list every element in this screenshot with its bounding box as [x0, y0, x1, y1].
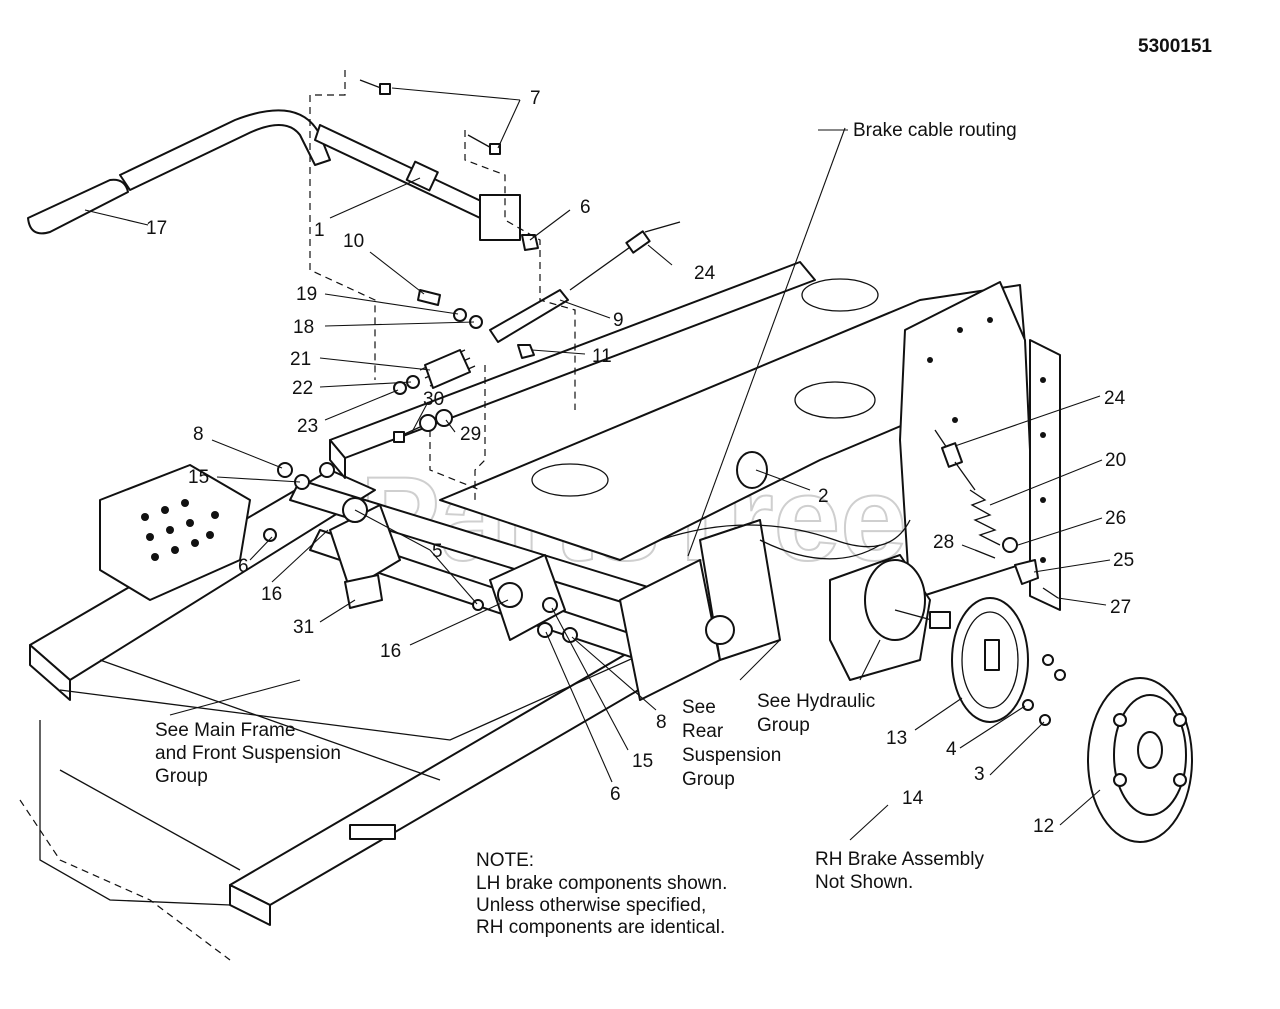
- svg-text:Unless otherwise specified,: Unless otherwise specified,: [476, 895, 706, 916]
- callout-12: 12: [1033, 816, 1054, 837]
- callout-3: 3: [974, 764, 985, 785]
- svg-text:Rear: Rear: [682, 721, 724, 742]
- callout-7: 7: [530, 88, 541, 109]
- callouts: 1 2 3 4 5 6 6 6 7 8 8 9 10 11 12 13 14 1…: [146, 88, 1134, 837]
- callout-2: 2: [818, 486, 829, 507]
- assembly-guides: [309, 70, 576, 500]
- callout-24-right: 24: [1104, 388, 1126, 409]
- callout-27: 27: [1110, 597, 1131, 618]
- pivot-assembly: [289, 479, 781, 701]
- brake-backing-plate: [951, 597, 1029, 723]
- brake-cable: [569, 221, 1059, 599]
- callout-29: 29: [460, 424, 481, 445]
- callout-9: 9: [613, 310, 624, 331]
- hardware: [263, 462, 1066, 726]
- callout-22: 22: [292, 378, 313, 399]
- svg-text:Group: Group: [155, 766, 208, 787]
- leader-lines: [84, 87, 1111, 841]
- note-block: NOTE: LH brake components shown. Unless …: [476, 850, 727, 938]
- callout-16-left: 16: [261, 584, 282, 605]
- callout-24-top: 24: [694, 263, 716, 284]
- callout-30: 30: [423, 389, 444, 410]
- callout-14: 14: [902, 788, 924, 809]
- callout-1: 1: [314, 220, 325, 241]
- svg-text:and Front Suspension: and Front Suspension: [155, 743, 341, 764]
- hydraulic-unit: [829, 554, 951, 681]
- hydraulic-label: See Hydraulic Group: [757, 691, 875, 736]
- brake-lever: [119, 109, 521, 241]
- svg-text:Not Shown.: Not Shown.: [815, 872, 913, 893]
- callout-13: 13: [886, 728, 907, 749]
- callout-17: 17: [146, 218, 167, 239]
- callout-18: 18: [293, 317, 314, 338]
- callout-26: 26: [1105, 508, 1126, 529]
- callout-23: 23: [297, 416, 318, 437]
- callout-4: 4: [946, 739, 957, 760]
- diagram-code: 5300151: [1138, 36, 1212, 57]
- deck-frame: [329, 261, 1061, 611]
- svg-text:NOTE:: NOTE:: [476, 850, 534, 871]
- callout-15-bottom: 15: [632, 751, 653, 772]
- svg-text:LH brake components shown.: LH brake components shown.: [476, 873, 727, 894]
- callout-10: 10: [343, 231, 364, 252]
- rh-brake-label: RH Brake Assembly Not Shown.: [815, 849, 984, 893]
- callout-8-left: 8: [193, 424, 204, 445]
- callout-6-top: 6: [580, 197, 591, 218]
- front-plate: [99, 464, 251, 601]
- callout-28: 28: [933, 532, 954, 553]
- callout-6-bottom: 6: [610, 784, 621, 805]
- callout-16-bottom: 16: [380, 641, 401, 662]
- brake-handle-grip: [27, 178, 129, 235]
- callout-19: 19: [296, 284, 317, 305]
- svg-text:RH Brake Assembly: RH Brake Assembly: [815, 849, 984, 870]
- callout-5: 5: [432, 541, 443, 562]
- callout-31: 31: [293, 617, 314, 638]
- svg-text:Suspension: Suspension: [682, 745, 781, 766]
- svg-text:See: See: [682, 697, 716, 718]
- svg-text:See Hydraulic: See Hydraulic: [757, 691, 875, 712]
- svg-text:Group: Group: [757, 715, 810, 736]
- brake-rod-spring: [359, 79, 768, 489]
- main-frame-label: See Main Frame and Front Suspension Grou…: [155, 720, 341, 787]
- rear-suspension-label: See Rear Suspension Group: [682, 697, 781, 790]
- callout-6-left: 6: [238, 556, 249, 577]
- svg-text:See Main Frame: See Main Frame: [155, 720, 295, 741]
- control-bracket: [344, 574, 383, 609]
- callout-11: 11: [592, 346, 612, 367]
- brake-cable-routing-label: Brake cable routing: [853, 120, 1017, 141]
- callout-21: 21: [290, 349, 311, 370]
- callout-15-left: 15: [188, 467, 209, 488]
- svg-text:RH components are identical.: RH components are identical.: [476, 917, 725, 938]
- brake-hub: [1087, 677, 1193, 843]
- callout-8-bottom: 8: [656, 712, 667, 733]
- callout-25: 25: [1113, 550, 1134, 571]
- callout-20: 20: [1105, 450, 1126, 471]
- svg-text:Group: Group: [682, 769, 735, 790]
